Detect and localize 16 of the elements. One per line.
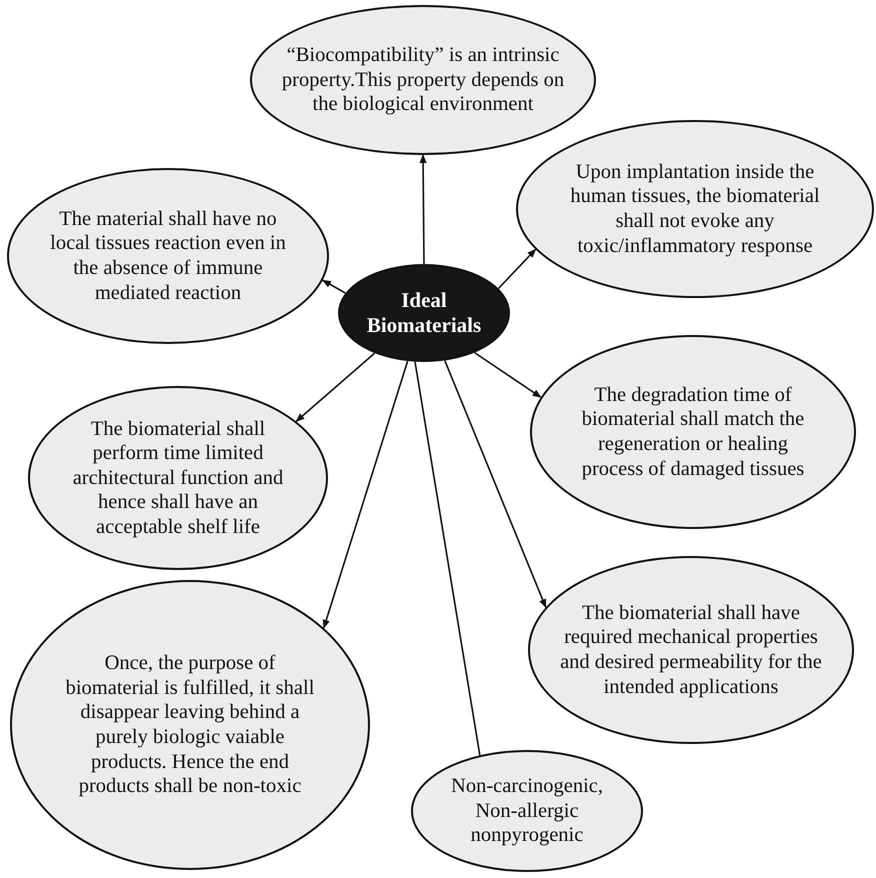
arrow bbox=[419, 154, 427, 264]
arrow bbox=[322, 360, 408, 629]
property-text: “Biocompatibility” is an intrinsic property.This property depends on the biological environment bbox=[280, 43, 566, 117]
arrow bbox=[474, 352, 542, 398]
property-text: The biomaterial shall perform time limited architectural function and hence shall have an acceptable shelf life bbox=[72, 416, 284, 540]
arrow bbox=[498, 248, 536, 290]
arrow bbox=[296, 352, 376, 422]
arrow bbox=[444, 360, 546, 608]
property-text: The degradation time of biomaterial shall match the regeneration or healing process of damaged tissues bbox=[580, 382, 806, 482]
central-label: Ideal Biomaterials bbox=[366, 288, 482, 338]
property-text: Upon implantation inside the human tissues, the biomaterial shall not evoke any toxic/inflammatory response bbox=[569, 160, 821, 258]
property-text: The biomaterial shall have required mechanical properties and desired permeability for the intended applications bbox=[559, 600, 823, 700]
property-text: Non-carcinogenic, Non-allergic nonpyrogenic bbox=[450, 774, 604, 848]
property-text: The material shall have no local tissues reaction even in the absence of immune mediated reaction bbox=[49, 206, 287, 306]
property-text: Once, the purpose of biomaterial is fulfilled, it shall disappear leaving behind a purely biologic vaiable products. Hence the end products shall be non-toxic bbox=[64, 651, 316, 799]
arrow bbox=[322, 280, 346, 294]
